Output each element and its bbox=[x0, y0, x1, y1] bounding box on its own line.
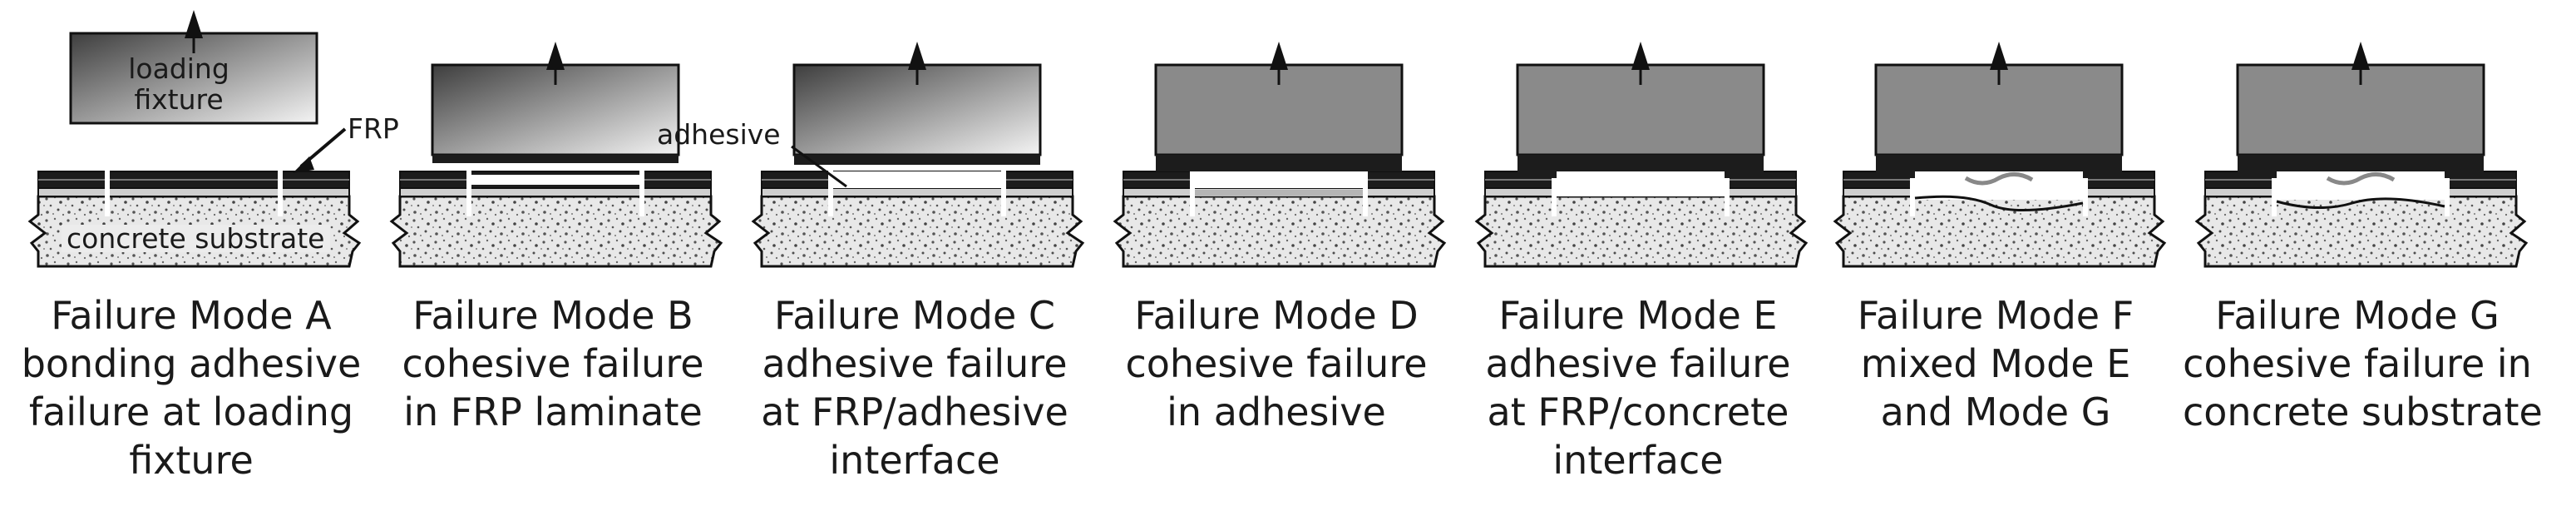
caption-line: Failure Mode C bbox=[773, 293, 1056, 338]
concrete-substrate bbox=[751, 195, 1085, 268]
pull-arrow-head bbox=[1631, 42, 1650, 70]
caption-line: and Mode G bbox=[1880, 390, 2111, 434]
caption-line: in FRP laminate bbox=[403, 390, 703, 434]
caption-line: at FRP/adhesive bbox=[761, 390, 1068, 434]
pull-arrow-head bbox=[185, 10, 203, 38]
frp-on-fixture bbox=[1156, 155, 1402, 171]
concrete-substrate bbox=[1474, 195, 1809, 268]
core-cut-right bbox=[1001, 170, 1006, 216]
core-cut-left bbox=[105, 170, 110, 216]
fracture-line bbox=[2276, 197, 2445, 209]
concrete-substrate bbox=[389, 195, 723, 268]
pull-arrow-head bbox=[1990, 42, 2008, 70]
frp-pointer-head bbox=[293, 156, 314, 173]
caption-line: concrete substrate bbox=[2183, 390, 2543, 434]
panel-mode-c bbox=[751, 42, 1085, 268]
concrete-fragment-on-fixture bbox=[1964, 172, 2034, 186]
caption-line: adhesive failure bbox=[762, 341, 1068, 386]
concrete-fragment-on-fixture bbox=[2326, 172, 2396, 186]
core-cut-left bbox=[1190, 170, 1195, 216]
panel-mode-f bbox=[1833, 42, 2167, 268]
adhesive-layer bbox=[37, 187, 350, 197]
caption-line: Failure Mode F bbox=[1857, 293, 2134, 338]
adhesive-layer bbox=[399, 187, 712, 197]
caption-line: Failure Mode B bbox=[412, 293, 693, 338]
adhesive-label: adhesive bbox=[657, 118, 781, 151]
panel-mode-b bbox=[389, 42, 723, 268]
core-cut-left bbox=[1552, 170, 1557, 216]
frp-on-fixture bbox=[794, 155, 1040, 165]
core-cut-right bbox=[639, 170, 644, 216]
panel-mode-e bbox=[1474, 42, 1809, 268]
pull-arrow-head bbox=[546, 42, 565, 70]
caption-line: Failure Mode E bbox=[1498, 293, 1778, 338]
core-cut-left bbox=[2272, 170, 2277, 216]
panel-mode-g bbox=[2194, 42, 2529, 268]
core-cut-left bbox=[1910, 170, 1915, 216]
caption-line: at FRP/concrete bbox=[1487, 390, 1789, 434]
caption-line: in adhesive bbox=[1167, 390, 1386, 434]
caption-line: Failure Mode A bbox=[51, 293, 332, 338]
caption-line: cohesive failure bbox=[1125, 341, 1428, 386]
pull-arrow-head bbox=[2351, 42, 2370, 70]
caption-line: Failure Mode D bbox=[1134, 293, 1419, 338]
caption-line: Failure Mode G bbox=[2215, 293, 2500, 338]
caption-line: failure at loading bbox=[28, 390, 354, 434]
frp-fragment-on-fixture bbox=[432, 155, 679, 163]
caption-line: interface bbox=[829, 438, 1000, 483]
pull-arrow-head bbox=[908, 42, 926, 70]
core-cut-right bbox=[2083, 170, 2088, 216]
frp-label: FRP bbox=[348, 112, 399, 145]
fracture-line bbox=[1914, 195, 2084, 212]
laminate-removed-gap bbox=[1557, 171, 1725, 196]
frp-cohesive-gap bbox=[471, 175, 639, 185]
frp-removed-gap bbox=[833, 171, 1001, 188]
panel-mode-d bbox=[1113, 42, 1447, 268]
caption-line: mixed Mode E bbox=[1860, 341, 2131, 386]
caption-line: fixture bbox=[129, 438, 254, 483]
core-cut-right bbox=[1363, 170, 1368, 216]
loading-fixture-label: loading fixture bbox=[128, 52, 229, 116]
caption-line: bonding adhesive bbox=[21, 341, 362, 386]
caption-line: cohesive failure in bbox=[2183, 341, 2532, 386]
core-cut-left bbox=[466, 170, 471, 216]
caption-line: interface bbox=[1552, 438, 1724, 483]
pull-arrow-head bbox=[1270, 42, 1288, 70]
frp-removed-gap bbox=[1195, 171, 1363, 188]
core-cut-left bbox=[828, 170, 833, 216]
concrete-substrate bbox=[2194, 195, 2529, 268]
concrete-substrate bbox=[1113, 195, 1447, 268]
adhesive-pointer-line bbox=[791, 145, 847, 188]
core-cut-right bbox=[2445, 170, 2450, 216]
caption-line: cohesive failure bbox=[402, 341, 704, 386]
core-cut-right bbox=[1725, 170, 1730, 216]
adhesive-residue bbox=[1195, 190, 1363, 196]
caption-line: adhesive failure bbox=[1485, 341, 1791, 386]
laminate-removed-gap bbox=[2277, 171, 2445, 200]
core-cut-right bbox=[278, 170, 283, 216]
concrete-substrate-label: concrete substrate bbox=[62, 225, 330, 252]
concrete-substrate bbox=[1833, 195, 2167, 268]
adhesive-layer bbox=[761, 187, 1073, 197]
